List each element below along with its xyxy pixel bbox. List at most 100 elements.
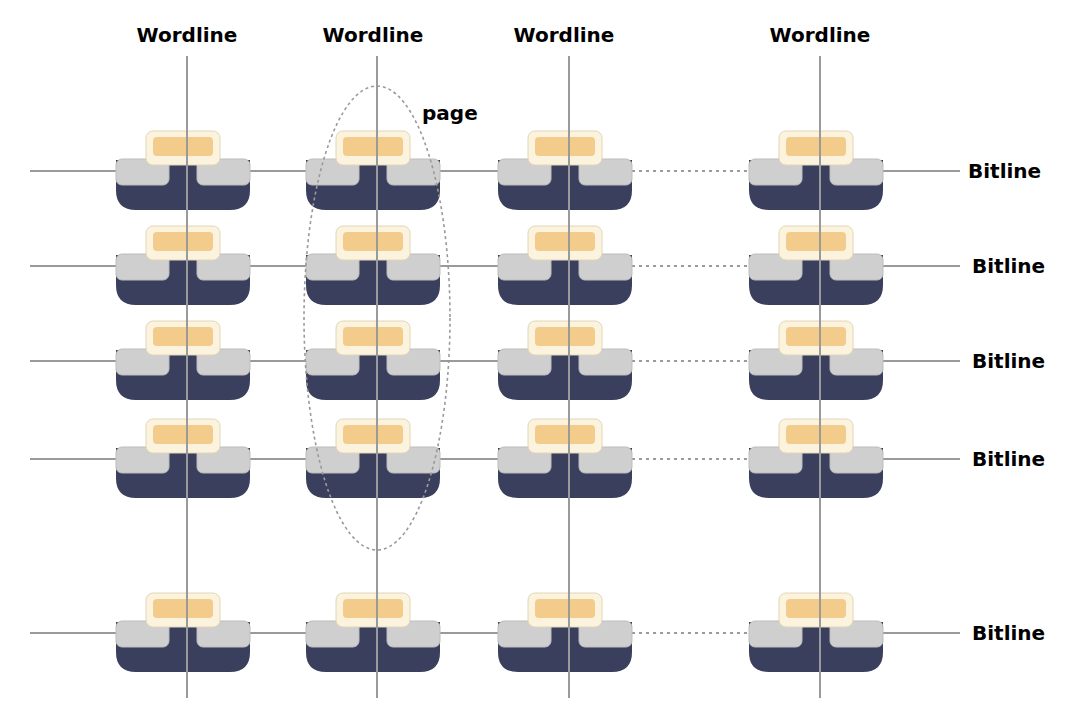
gate-oxide [336,419,410,453]
gate-oxide [779,419,853,453]
floating-gate [153,599,213,618]
flash-transistor [498,131,632,210]
page-label: page [422,102,478,124]
gate-oxide [336,131,410,165]
gate-oxide [336,593,410,627]
gate-oxide [779,131,853,165]
flash-transistor [749,419,883,498]
substrate-body [498,255,632,305]
gate-oxide [779,593,853,627]
floating-gate [153,137,213,156]
bitline-label: Bitline [968,160,1041,182]
substrate-body [749,448,883,498]
bitline-wire [883,458,960,460]
bitline-wire [883,170,960,172]
gate-oxide [779,321,853,355]
flash-transistor [306,226,440,305]
bitline-wire [883,265,960,267]
substrate-body [116,160,250,210]
gate-oxide [146,419,220,453]
flash-transistor [116,321,250,400]
floating-gate [343,137,403,156]
gate-oxide [528,321,602,355]
gate-oxide [146,131,220,165]
substrate-body [116,448,250,498]
floating-gate [786,232,846,251]
wordline-label: Wordline [137,24,238,46]
floating-gate [535,137,595,156]
gate-oxide [528,131,602,165]
substrate-body [498,622,632,672]
wordline-wire [376,56,378,698]
floating-gate [535,232,595,251]
floating-gate [535,425,595,444]
substrate-body [498,448,632,498]
gate-oxide [528,226,602,260]
wordline-label: Wordline [770,24,871,46]
floating-gate [153,232,213,251]
flash-transistor [116,419,250,498]
substrate-body [306,350,440,400]
substrate-body [749,350,883,400]
bitline-continuation [632,632,749,634]
substrate-body [116,622,250,672]
flash-transistor [306,593,440,672]
floating-gate [535,327,595,346]
substrate-body [749,622,883,672]
wordline-wire [568,56,570,698]
page-outline [304,86,450,550]
bitline-label: Bitline [972,350,1045,372]
flash-transistor [498,321,632,400]
floating-gate [535,599,595,618]
flash-transistor [498,593,632,672]
gate-oxide [779,226,853,260]
substrate-body [498,350,632,400]
flash-transistor [498,226,632,305]
gate-oxide [336,226,410,260]
floating-gate [343,425,403,444]
gate-oxide [146,226,220,260]
bitline-wire [883,632,960,634]
floating-gate [343,232,403,251]
bitline-label: Bitline [972,622,1045,644]
bitline-label: Bitline [972,255,1045,277]
flash-transistor [116,226,250,305]
substrate-body [749,160,883,210]
wordline-label: Wordline [323,24,424,46]
bitline-wire [883,360,960,362]
floating-gate [343,599,403,618]
memory-cells [116,131,883,672]
floating-gate [786,137,846,156]
substrate-body [498,160,632,210]
floating-gate [786,425,846,444]
substrate-body [749,255,883,305]
floating-gate [786,327,846,346]
flash-transistor [116,131,250,210]
wordlines [187,56,820,698]
flash-transistor [116,593,250,672]
gate-oxide [528,593,602,627]
floating-gate [786,599,846,618]
flash-transistor [749,131,883,210]
floating-gate [153,425,213,444]
flash-transistor [306,321,440,400]
gate-oxide [146,321,220,355]
gate-oxide [336,321,410,355]
flash-transistor [749,593,883,672]
gate-oxide [146,593,220,627]
substrate-body [306,622,440,672]
bitline-continuation [632,265,749,267]
gate-oxide [528,419,602,453]
flash-transistor [749,321,883,400]
flash-transistor [306,131,440,210]
wordline-wire [186,56,188,698]
substrate-body [306,448,440,498]
flash-transistor [749,226,883,305]
substrate-body [306,160,440,210]
wordline-wire [819,56,821,698]
substrate-body [306,255,440,305]
bitline-continuation [632,170,749,172]
floating-gate [153,327,213,346]
